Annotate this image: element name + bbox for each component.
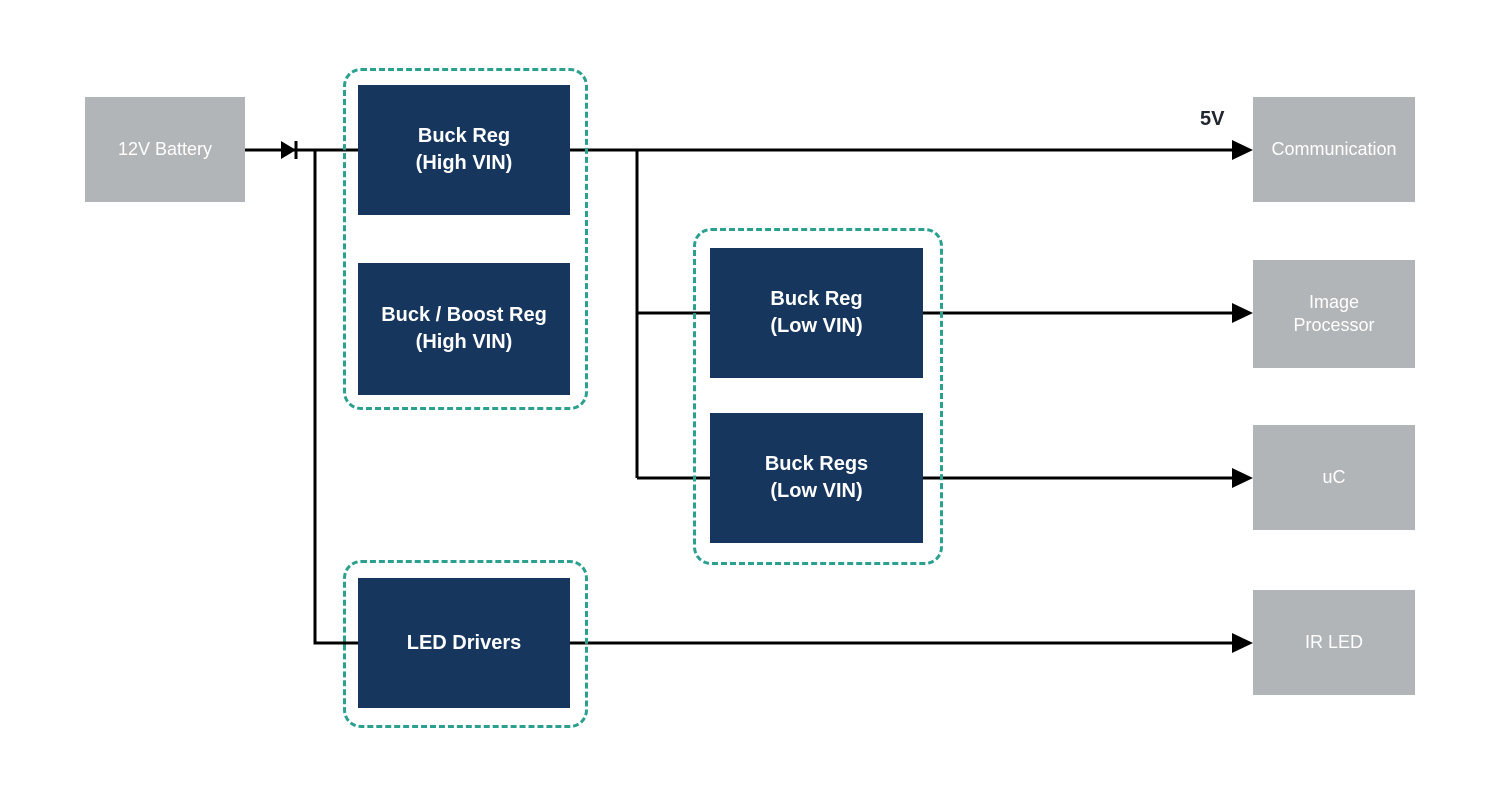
buck-reg-low-vin-label-line2: (Low VIN)	[770, 315, 863, 337]
image-processor-label: Image Processor	[1293, 291, 1375, 335]
buck-boost-reg-high-vin-block: Buck / Boost Reg (High VIN)	[358, 263, 570, 395]
diode-icon	[281, 141, 298, 159]
rail-5v-label: 5V	[1200, 108, 1225, 130]
battery-block: 12V Battery	[85, 97, 245, 202]
buck-reg-low-vin-label-line1: Buck Reg	[770, 288, 863, 310]
buck-reg-high-vin-label-line1: Buck Reg	[417, 125, 511, 147]
uc-block: uC	[1253, 425, 1415, 530]
buck-boost-reg-high-vin-label-line2: (High VIN)	[415, 331, 513, 353]
group-led-drivers	[343, 560, 588, 728]
battery-label: 12V Battery	[117, 138, 213, 159]
buck-regs-low-vin-label-line2: (Low VIN)	[770, 480, 863, 502]
ir-led-block: IR LED	[1253, 590, 1415, 695]
buck-boost-reg-high-vin-label-line1: Buck / Boost Reg	[381, 304, 547, 326]
group-high-vin-regulators	[343, 68, 588, 410]
uc-label: uC	[1322, 466, 1346, 487]
arrowhead-uc	[1232, 468, 1253, 488]
group-low-vin-regulators	[693, 228, 943, 565]
buck-reg-high-vin-block: Buck Reg (High VIN)	[358, 85, 570, 215]
arrowhead-image-processor	[1232, 303, 1253, 323]
arrowhead-ir-led	[1232, 633, 1253, 653]
image-processor-block: Image Processor	[1253, 260, 1415, 368]
communication-block: Communication	[1253, 97, 1415, 202]
buck-regs-low-vin-block: Buck Regs (Low VIN)	[710, 413, 923, 543]
communication-label: Communication	[1271, 138, 1397, 159]
buck-reg-high-vin-label-line2: (High VIN)	[415, 152, 513, 174]
led-drivers-block: LED Drivers	[358, 578, 570, 708]
ir-led-label: IR LED	[1304, 631, 1364, 652]
buck-regs-low-vin-label-line1: Buck Regs	[764, 453, 869, 475]
led-drivers-label-line1: LED Drivers	[406, 631, 522, 654]
arrowhead-communication	[1232, 140, 1253, 160]
buck-reg-low-vin-block: Buck Reg (Low VIN)	[710, 248, 923, 378]
